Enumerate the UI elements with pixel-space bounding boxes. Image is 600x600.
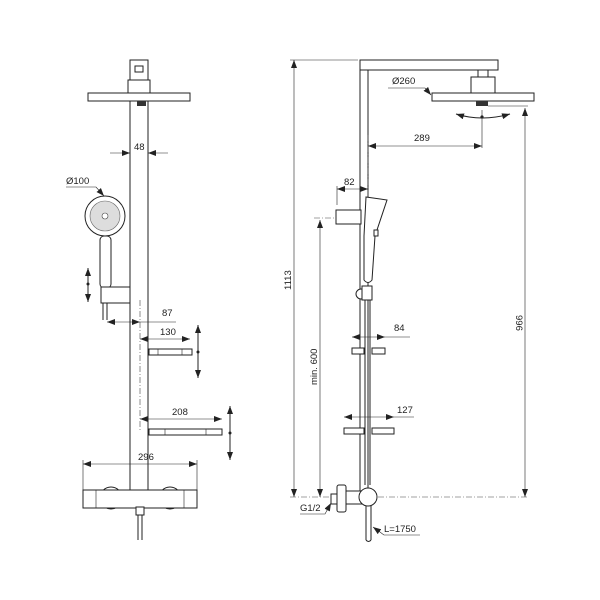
hand-shower-holder xyxy=(100,286,131,304)
hand-shower xyxy=(84,195,126,289)
head-hub xyxy=(127,79,151,94)
shelf-large-adjust-arrow xyxy=(227,406,233,460)
dim-hand-shower-diameter: Ø100 xyxy=(66,176,89,187)
dimension-289: 289 xyxy=(368,110,483,149)
wall-connection xyxy=(330,484,378,542)
shower-column xyxy=(129,99,149,491)
shower-arm xyxy=(359,59,499,71)
head-nozzle-side xyxy=(476,101,488,106)
head-hub-side xyxy=(470,76,496,94)
shelf-small xyxy=(148,348,193,356)
dim-total-height: 1113 xyxy=(283,270,294,290)
dimension-min-600: min. 600 xyxy=(309,220,323,497)
dimension-296: 296 xyxy=(82,452,198,492)
shelf-small-adjust-arrow xyxy=(195,325,201,378)
head-nut xyxy=(477,69,489,78)
sliding-holder xyxy=(355,285,373,301)
overhead-shower-head xyxy=(87,92,191,102)
bracket-screw xyxy=(134,65,144,73)
dimension-82: 82 xyxy=(336,177,368,205)
dim-holder-offset: 87 xyxy=(162,308,173,319)
dim-shelf-small-depth: 84 xyxy=(394,323,405,334)
dimension-1113: 1113 xyxy=(283,59,358,497)
side-view: Ø260 289 82 1113 min. 60 xyxy=(283,59,535,542)
dimension-208: 208 xyxy=(140,407,222,422)
dim-shelf-large-depth: 127 xyxy=(397,405,413,416)
shelf-large xyxy=(148,428,223,436)
dim-shelf-large: 208 xyxy=(172,407,188,418)
overhead-shower-head-side xyxy=(431,92,535,102)
dim-shelf-small: 130 xyxy=(160,327,176,338)
dimension-48: 48 xyxy=(110,142,168,156)
shelf-small-side xyxy=(351,347,386,355)
dim-mixer-width: 296 xyxy=(138,452,154,463)
dim-head-diameter: Ø260 xyxy=(392,76,415,87)
dimension-84: 84 xyxy=(352,323,410,340)
dim-arm-projection: 289 xyxy=(414,133,430,144)
dimension-130: 130 xyxy=(140,327,190,342)
height-adjust-arrow xyxy=(85,268,91,302)
holder-side xyxy=(335,209,362,225)
dim-hose-length: L=1750 xyxy=(384,524,416,535)
head-nozzle xyxy=(137,101,146,106)
dim-head-height: 996 xyxy=(513,315,524,331)
dimension-87: 87 xyxy=(107,308,176,325)
dim-pipe-width: 48 xyxy=(134,142,145,153)
thermostatic-mixer xyxy=(82,486,198,540)
dimension-127: 127 xyxy=(344,405,414,420)
shelf-large-side xyxy=(343,427,395,435)
dim-holder-projection: 82 xyxy=(344,177,355,188)
dim-min-holder-height: min. 600 xyxy=(309,349,320,385)
dim-connection-thread: G1/2 xyxy=(300,503,321,514)
hand-shower-side xyxy=(363,196,388,283)
front-view: 48 Ø100 87 130 xyxy=(66,59,233,540)
dimension-996: 996 xyxy=(488,105,528,497)
